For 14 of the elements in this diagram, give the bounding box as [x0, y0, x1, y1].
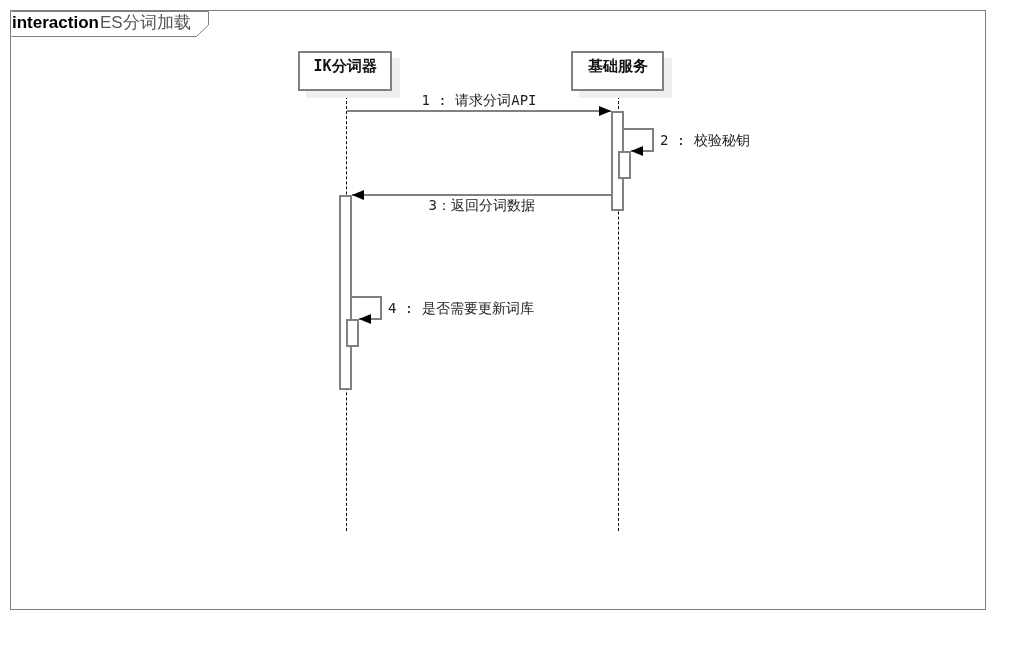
message-label: 2 : 校验秘钥 — [659, 131, 751, 149]
message-label: 1 : 请求分词API — [420, 92, 538, 109]
activation-bar — [618, 151, 631, 179]
message-arrow — [346, 106, 612, 116]
activation-bar — [346, 319, 359, 347]
self-message-arrow — [623, 128, 654, 156]
interaction-frame — [10, 10, 986, 610]
self-message-arrow — [351, 296, 382, 324]
activation-bar — [339, 195, 352, 390]
message-label: 3：返回分词数据 — [427, 197, 536, 214]
frame-title: ES分词加载 — [100, 13, 191, 33]
frame-keyword: interaction — [12, 13, 99, 33]
message-arrow — [351, 190, 612, 200]
message-label: 4 : 是否需要更新词库 — [387, 299, 535, 317]
